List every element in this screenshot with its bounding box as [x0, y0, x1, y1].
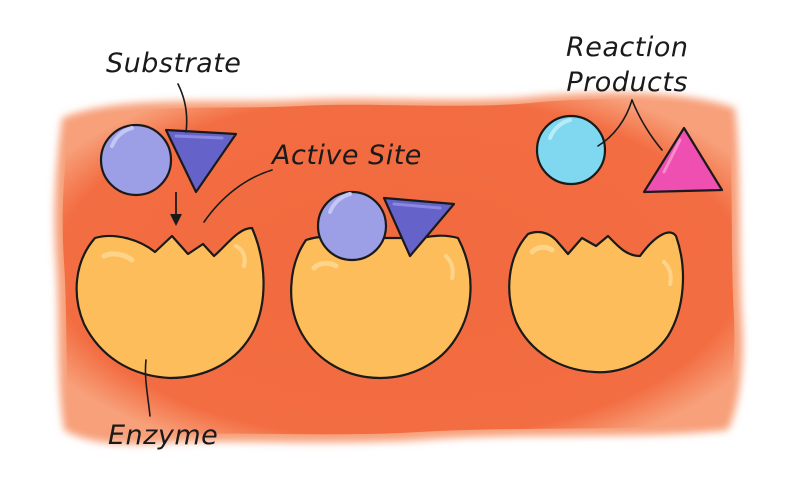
- binding-arrow: [170, 192, 182, 226]
- enzyme-1: [75, 226, 265, 380]
- substrate-label: Substrate: [106, 48, 242, 79]
- products-leader-line-circle: [597, 99, 633, 147]
- substrate-triangle-1: [164, 128, 238, 194]
- product-circle: [535, 114, 607, 186]
- reaction-products-label-line1: Reaction: [566, 32, 689, 63]
- leader-lines: [144, 83, 663, 417]
- substrate-triangle-2: [382, 196, 456, 258]
- substrate-leader-line: [177, 83, 188, 133]
- substrate-circle-2: [316, 190, 388, 262]
- enzyme-label: Enzyme: [108, 420, 219, 451]
- enzyme-3: [508, 230, 685, 374]
- product-triangle: [642, 126, 724, 194]
- products-leader-line-triangle: [631, 99, 663, 151]
- active-site-label: Active Site: [272, 140, 422, 171]
- reaction-products-label-line2: Products: [566, 67, 689, 98]
- active-site-leader-line: [203, 169, 273, 223]
- substrate-circle-1: [99, 123, 173, 197]
- reaction-products-label: Reaction Products: [566, 30, 688, 100]
- enzyme-leader-line: [144, 359, 151, 417]
